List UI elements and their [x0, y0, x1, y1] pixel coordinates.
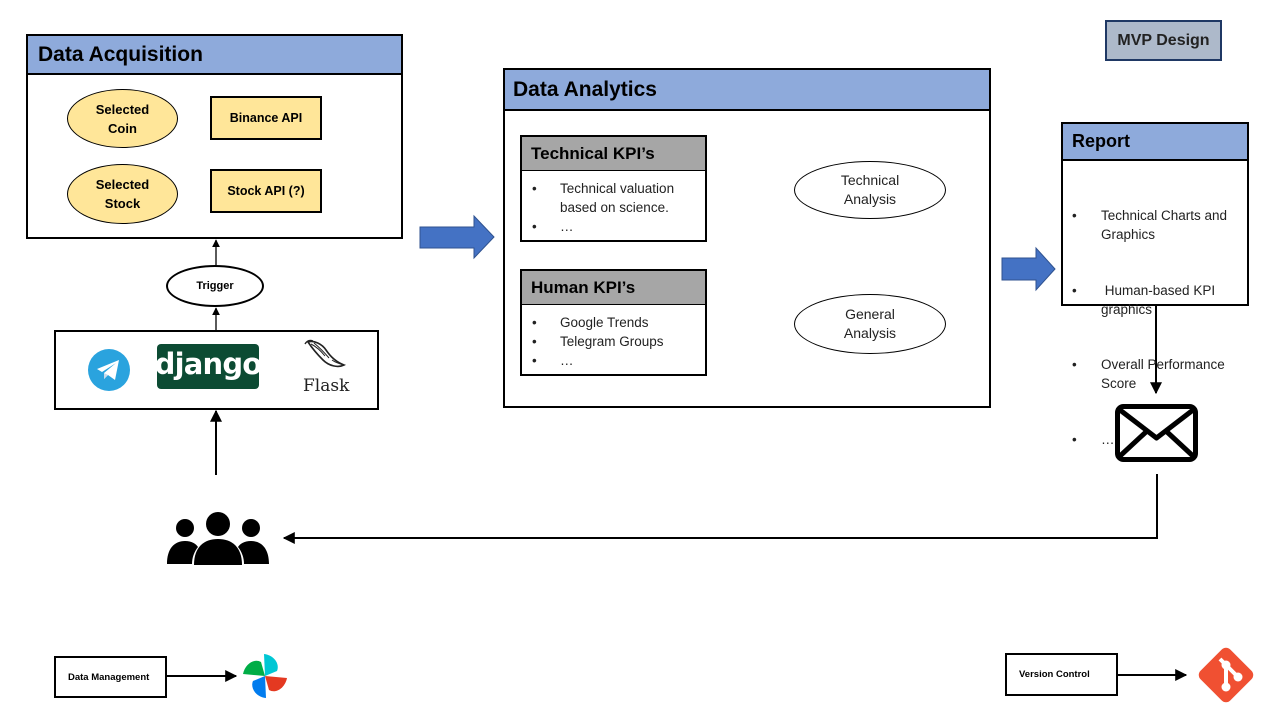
technical-analysis-label: Technical Analysis	[840, 172, 900, 207]
version-control-label: Version Control	[1019, 669, 1090, 680]
users-icon	[167, 512, 269, 565]
human-kpi-box: Human KPI’s Google Trends Telegram Group…	[520, 269, 707, 376]
binance-api-label: Binance API	[229, 111, 303, 125]
human-kpi-title: Human KPI’s	[531, 277, 636, 297]
telegram-icon	[88, 349, 130, 391]
general-analysis-label: General Analysis	[843, 306, 897, 341]
flow-arrow-analytics-to-report	[1001, 246, 1056, 292]
data-management-label: Data Management	[68, 671, 150, 683]
selected-coin-label: Selected Coin	[95, 101, 150, 136]
stock-api-node: Stock API (?)	[210, 169, 322, 213]
django-logo: django	[154, 344, 263, 389]
django-label: django	[154, 347, 263, 381]
selected-coin-node: Selected Coin	[67, 89, 178, 148]
version-control-box: Version Control	[1005, 653, 1118, 696]
report-list: Technical Charts and Graphics Human-base…	[1063, 170, 1247, 485]
general-analysis-node: General Analysis	[794, 294, 946, 354]
report-item: Technical Charts and Graphics	[1063, 206, 1247, 245]
human-kpi-list: Google Trends Telegram Groups …	[522, 313, 705, 370]
stock-api-label: Stock API (?)	[227, 184, 305, 198]
technical-kpi-box: Technical KPI’s Technical valuation base…	[520, 135, 707, 242]
human-kpi-item: Telegram Groups	[522, 332, 705, 351]
data-acquisition-title: Data Acquisition	[38, 42, 203, 66]
data-management-box: Data Management	[54, 656, 167, 698]
report-panel: Report Technical Charts and Graphics Hum…	[1061, 122, 1249, 449]
technical-kpi-title: Technical KPI’s	[531, 143, 655, 163]
arrow-mail-to-users	[282, 474, 1158, 544]
binance-api-node: Binance API	[210, 96, 322, 140]
human-kpi-item: …	[522, 351, 705, 370]
technical-kpi-list: Technical valuation based on science. …	[522, 179, 705, 236]
report-title: Report	[1072, 131, 1130, 151]
flask-label: Flask	[303, 376, 350, 396]
human-kpi-header: Human KPI’s	[522, 271, 705, 305]
report-item: …	[1063, 430, 1247, 450]
report-item: Human-based KPI graphics	[1063, 281, 1247, 320]
human-kpi-item: Google Trends	[522, 313, 705, 332]
selected-stock-node: Selected Stock	[67, 164, 178, 224]
technical-analysis-node: Technical Analysis	[794, 161, 946, 219]
report-item: Overall Performance Score	[1063, 355, 1247, 394]
report-header: Report	[1063, 124, 1247, 161]
data-acquisition-header: Data Acquisition	[28, 36, 401, 75]
selected-stock-label: Selected Stock	[95, 177, 150, 211]
git-icon	[1198, 647, 1254, 703]
technical-kpi-item: …	[522, 217, 705, 236]
data-analytics-header: Data Analytics	[505, 70, 989, 111]
technical-kpi-item: Technical valuation based on science.	[522, 179, 705, 217]
airflow-pinwheel-icon	[243, 654, 287, 698]
technical-kpi-header: Technical KPI’s	[522, 137, 705, 171]
mvp-design-badge: MVP Design	[1105, 20, 1222, 61]
flask-horn-icon	[304, 339, 346, 368]
mail-icon	[1115, 404, 1198, 462]
mvp-design-label: MVP Design	[1117, 31, 1210, 49]
flow-arrow-acquisition-to-analytics	[419, 214, 495, 260]
trigger-node: Trigger	[166, 265, 264, 307]
platforms-box: django Flask	[54, 330, 379, 410]
trigger-label: Trigger	[196, 280, 234, 292]
data-analytics-title: Data Analytics	[513, 77, 657, 101]
